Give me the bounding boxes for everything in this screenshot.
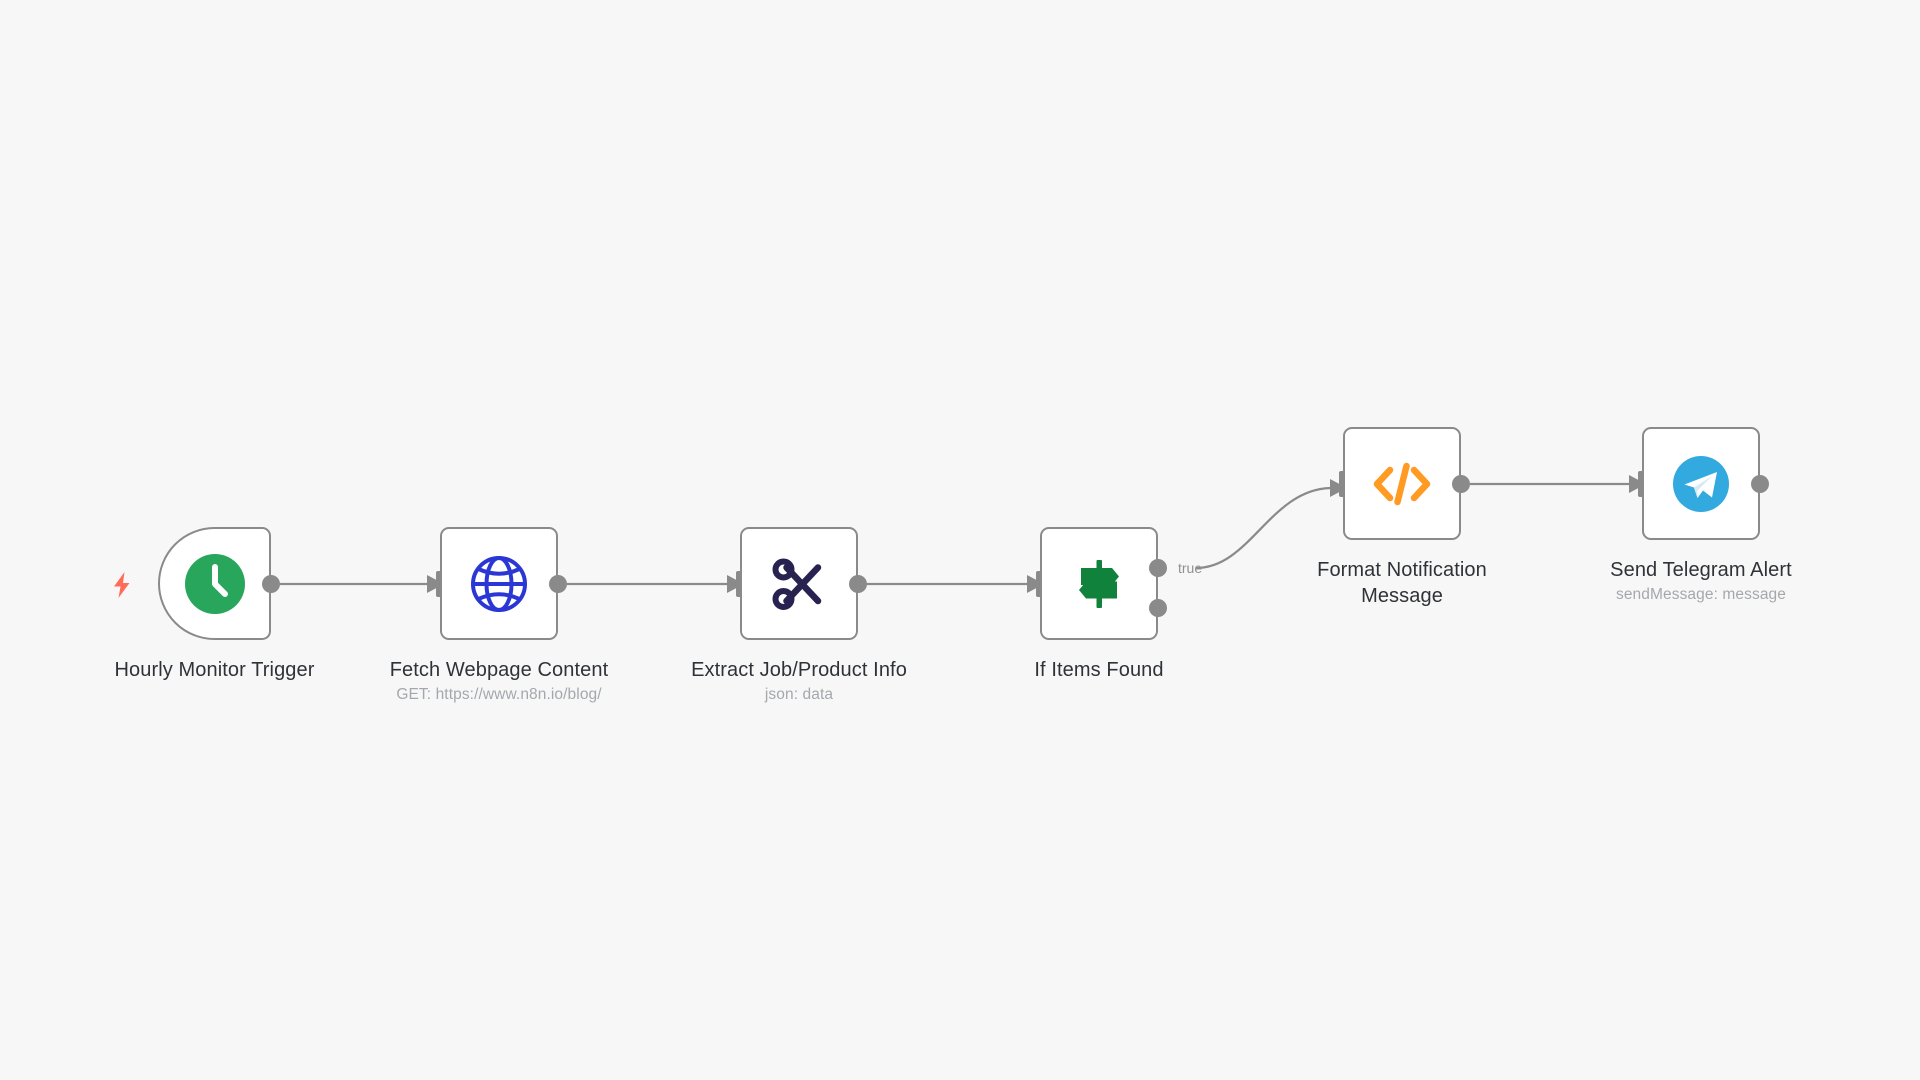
scissors-icon	[771, 556, 827, 612]
connection-label-true: true	[1178, 560, 1202, 576]
node-body[interactable]	[1040, 527, 1158, 640]
connection-format-to-telegram[interactable]	[1470, 475, 1646, 493]
node-body[interactable]	[1642, 427, 1760, 540]
output-port[interactable]	[549, 575, 567, 593]
node-fetch-webpage-content[interactable]: Fetch Webpage Content GET: https://www.n…	[390, 527, 608, 703]
node-title: Send Telegram Alert	[1610, 559, 1792, 581]
node-subtitle: sendMessage: message	[1615, 586, 1786, 603]
input-port[interactable]	[1339, 471, 1346, 497]
node-send-telegram-alert[interactable]: Send Telegram Alert sendMessage: message	[1610, 427, 1792, 603]
node-hourly-monitor-trigger[interactable]: Hourly Monitor Trigger	[114, 527, 314, 681]
output-port[interactable]	[1452, 475, 1470, 493]
clock-icon	[184, 553, 246, 615]
globe-icon	[470, 555, 528, 613]
code-icon	[1373, 458, 1431, 510]
node-format-notification-message[interactable]: Format Notification Message	[1317, 427, 1487, 607]
connection-fetch-to-extract[interactable]	[567, 575, 744, 593]
node-title: Extract Job/Product Info	[691, 659, 907, 681]
input-port[interactable]	[1036, 571, 1043, 597]
node-title: If Items Found	[1034, 659, 1164, 681]
node-extract-job-product-info[interactable]: Extract Job/Product Info json: data	[691, 527, 907, 703]
connection-extract-to-if[interactable]	[867, 575, 1044, 593]
output-port-true[interactable]	[1149, 559, 1167, 577]
node-subtitle: json: data	[764, 686, 834, 703]
output-port[interactable]	[1751, 475, 1769, 493]
node-title: Fetch Webpage Content	[389, 659, 609, 681]
input-port[interactable]	[1638, 471, 1645, 497]
output-port-false[interactable]	[1149, 599, 1167, 617]
input-port[interactable]	[436, 571, 443, 597]
node-title: Format Notification Message	[1317, 559, 1487, 607]
node-body[interactable]	[1343, 427, 1461, 540]
telegram-icon	[1672, 455, 1730, 513]
node-title: Hourly Monitor Trigger	[114, 659, 315, 681]
lightning-bolt-icon	[110, 571, 134, 599]
node-subtitle: GET: https://www.n8n.io/blog/	[396, 686, 602, 703]
node-body[interactable]	[158, 527, 271, 640]
connection-trigger-to-fetch[interactable]	[280, 575, 444, 593]
node-body[interactable]	[440, 527, 558, 640]
output-port[interactable]	[849, 575, 867, 593]
output-port[interactable]	[262, 575, 280, 593]
signpost-icon	[1071, 556, 1127, 612]
node-body[interactable]	[740, 527, 858, 640]
input-port[interactable]	[736, 571, 743, 597]
node-if-items-found[interactable]: If Items Found	[1034, 527, 1167, 681]
